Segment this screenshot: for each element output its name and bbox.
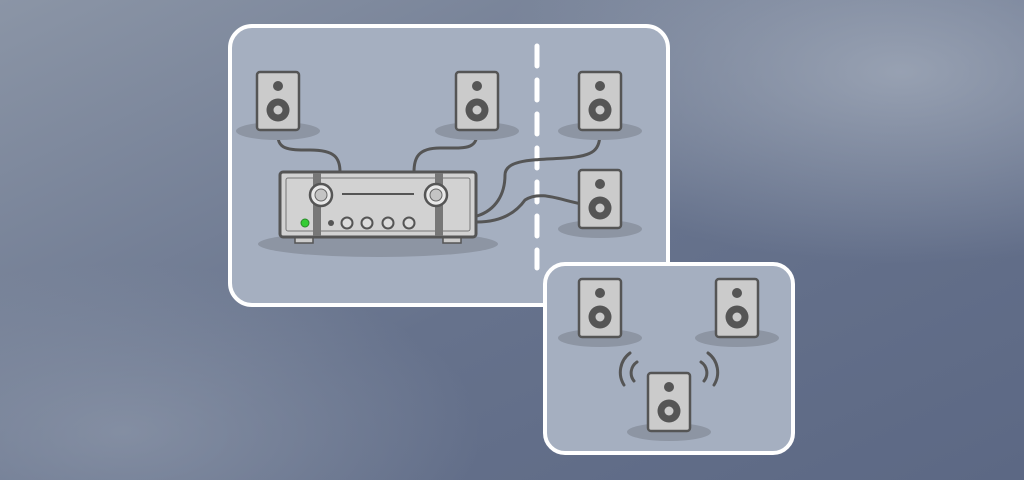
signal-wave-icon xyxy=(618,351,720,387)
speaker-icon xyxy=(255,70,301,132)
amplifier-button-icon xyxy=(340,216,354,230)
speaker-icon xyxy=(577,70,623,132)
speaker-icon xyxy=(714,277,760,339)
power-led-icon xyxy=(300,218,310,228)
wireless-room-panel xyxy=(543,262,795,455)
speaker-icon xyxy=(454,70,500,132)
speaker-icon xyxy=(646,371,692,433)
input-jack-icon xyxy=(328,220,334,226)
amplifier-button-icon xyxy=(381,216,395,230)
speaker-icon xyxy=(577,168,623,230)
input-knob-icon xyxy=(423,182,449,208)
speaker-cables xyxy=(276,129,602,224)
amplifier-button-icon xyxy=(402,216,416,230)
main-room-panel xyxy=(228,24,670,307)
volume-knob-icon xyxy=(308,182,334,208)
amplifier-button-icon xyxy=(360,216,374,230)
speaker-icon xyxy=(577,277,623,339)
amplifier-icon xyxy=(278,170,478,244)
